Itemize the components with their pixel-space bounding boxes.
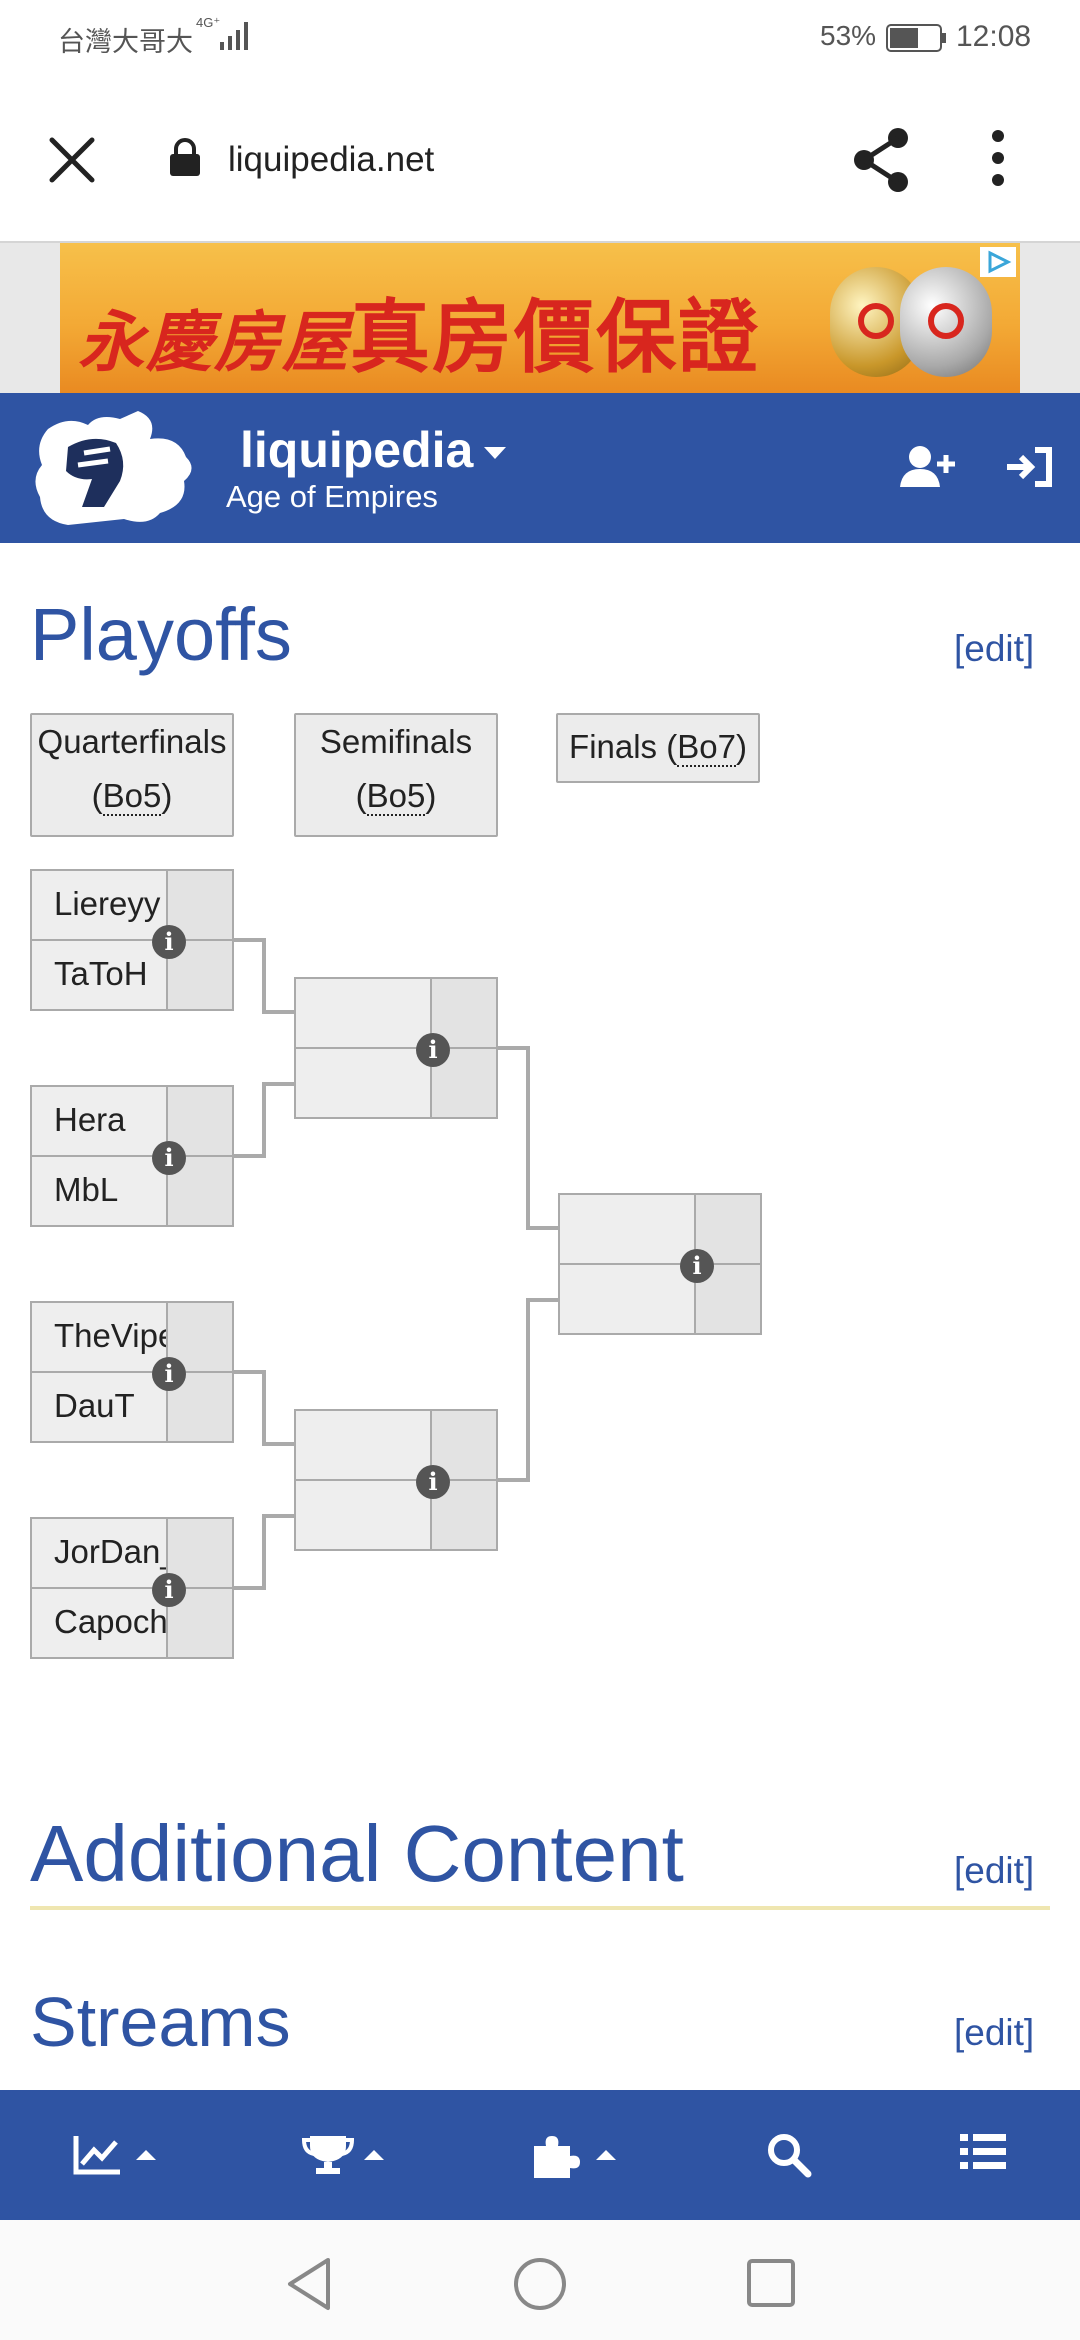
chevron-down-icon[interactable] — [482, 445, 508, 461]
round-format: (Bo5) — [91, 777, 173, 816]
info-icon[interactable]: i — [416, 1033, 450, 1067]
list-icon[interactable] — [960, 2132, 1006, 2172]
round-format: (Bo5) — [355, 777, 437, 816]
playoffs-edit-link[interactable]: [edit] — [954, 628, 1035, 669]
network-type: 4G⁺ — [196, 15, 221, 30]
battery-icon — [886, 24, 946, 52]
back-icon[interactable] — [284, 2256, 334, 2312]
lock-icon — [170, 138, 200, 176]
match-divider — [560, 1263, 760, 1265]
url-field[interactable]: liquipedia.net — [228, 140, 435, 179]
match-qf-1[interactable]: Liereyy TaToH i — [30, 869, 234, 1011]
round-format-abbr: Bo5 — [102, 777, 162, 816]
share-icon[interactable] — [850, 126, 914, 194]
match-qf-3[interactable]: TheViper DauT i — [30, 1301, 234, 1443]
info-icon[interactable]: i — [152, 925, 186, 959]
liquipedia-logo[interactable] — [28, 409, 204, 529]
info-icon[interactable]: i — [152, 1141, 186, 1175]
login-icon[interactable] — [1005, 447, 1053, 487]
more-vert-icon[interactable] — [990, 128, 1006, 188]
home-icon[interactable] — [512, 2256, 568, 2312]
match-qf-2[interactable]: Hera MbL i — [30, 1085, 234, 1227]
match-final[interactable]: i — [558, 1193, 762, 1335]
ad-strip: 永慶房屋真房價保證 — [0, 243, 1080, 393]
additional-content-heading: Additional Content — [30, 1809, 684, 1898]
status-bar: 台灣大哥大 4G⁺ 53% 12:08 — [0, 0, 1080, 78]
player-name[interactable]: TaToH — [54, 955, 148, 992]
recents-icon[interactable] — [746, 2258, 796, 2308]
chart-icon[interactable] — [72, 2132, 162, 2176]
search-icon[interactable] — [766, 2132, 812, 2178]
round-header-quarterfinals: Quarterfinals (Bo5) — [30, 713, 234, 837]
bottom-nav — [0, 2090, 1080, 2220]
close-icon[interactable] — [42, 130, 102, 190]
round-name: Semifinals — [319, 723, 473, 760]
info-icon[interactable]: i — [680, 1249, 714, 1283]
ad-brand-text: 永慶房屋 — [78, 304, 350, 381]
match-sf-1[interactable]: i — [294, 977, 498, 1119]
round-header-semifinals: Semifinals (Bo5) — [294, 713, 498, 837]
playoffs-heading: Playoffs — [30, 593, 292, 676]
wiki-name[interactable]: Age of Empires — [226, 479, 438, 514]
info-icon[interactable]: i — [152, 1357, 186, 1391]
player-name[interactable]: Hera — [54, 1101, 126, 1138]
player-name[interactable]: MbL — [54, 1171, 119, 1208]
player-name[interactable]: DauT — [54, 1387, 135, 1424]
signal-icon — [220, 22, 248, 50]
player-name[interactable]: JorDan_ — [54, 1533, 166, 1570]
round-name: Quarterfinals — [37, 723, 227, 760]
match-qf-4[interactable]: JorDan_ Capoch i — [30, 1517, 234, 1659]
streams-heading: Streams — [30, 1983, 291, 2061]
puzzle-icon[interactable] — [532, 2132, 624, 2178]
add-user-icon[interactable] — [900, 445, 958, 489]
match-divider — [296, 1047, 496, 1049]
info-icon[interactable]: i — [416, 1465, 450, 1499]
round-format-abbr: Bo5 — [366, 777, 426, 816]
player-name[interactable]: Capoch — [54, 1603, 166, 1640]
player-name[interactable]: TheViper — [54, 1317, 166, 1354]
info-icon[interactable]: i — [152, 1573, 186, 1607]
player-name[interactable]: Liereyy — [54, 885, 161, 922]
ad-coin-silver — [900, 267, 992, 377]
round-header-finals: Finals (Bo7) — [556, 713, 760, 783]
match-divider — [32, 939, 232, 941]
adchoices-icon[interactable] — [980, 247, 1016, 277]
system-nav-bar — [0, 2220, 1080, 2340]
clock: 12:08 — [956, 20, 1032, 53]
match-divider — [296, 1479, 496, 1481]
match-divider — [32, 1587, 232, 1589]
site-header: liquipedia Age of Empires — [0, 393, 1080, 543]
ad-headline: 永慶房屋真房價保證 — [78, 273, 760, 389]
match-divider — [32, 1371, 232, 1373]
match-divider — [32, 1155, 232, 1157]
additional-content-edit-link[interactable]: [edit] — [954, 1850, 1035, 1891]
section-divider — [30, 1906, 1050, 1910]
ad-banner[interactable]: 永慶房屋真房價保證 — [60, 243, 1020, 393]
ad-slogan-text: 真房價保證 — [350, 291, 760, 384]
round-format-abbr: Bo7 — [677, 728, 736, 767]
match-sf-2[interactable]: i — [294, 1409, 498, 1551]
battery-percent: 53% — [820, 20, 877, 51]
streams-edit-link[interactable]: [edit] — [954, 2012, 1035, 2053]
bracket-connectors — [234, 938, 558, 1590]
site-brand[interactable]: liquipedia — [240, 422, 474, 478]
browser-toolbar: liquipedia.net — [0, 78, 1080, 243]
trophy-icon[interactable] — [302, 2132, 392, 2176]
round-name: Finals — [569, 728, 658, 765]
carrier-name: 台灣大哥大 — [58, 27, 193, 57]
